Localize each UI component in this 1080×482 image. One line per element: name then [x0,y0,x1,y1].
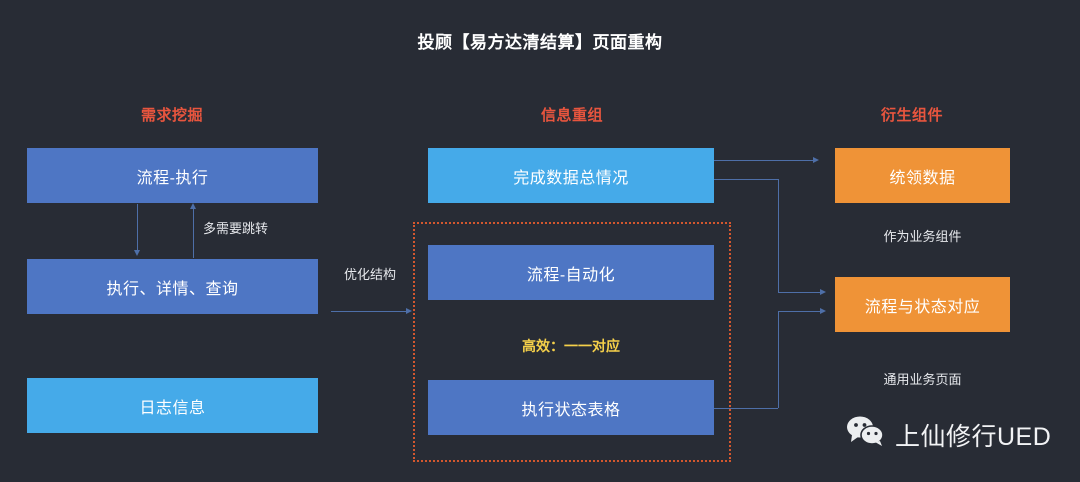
link-overview-to-lead-arrow [813,156,819,163]
connector-down-line [137,204,138,252]
box-data-overview[interactable]: 完成数据总情况 [428,148,714,203]
link-overview-to-lead-line [714,160,815,161]
box-execute-detail-query[interactable]: 执行、详情、查询 [27,259,318,314]
link-overview-to-status-arrow [820,288,826,295]
connector-note-jump: 多需要跳转 [203,221,269,236]
caption-business-component: 作为业务组件 [883,229,962,244]
box-lead-data[interactable]: 统领数据 [835,148,1010,203]
link-overview-to-status-seg3 [778,292,822,293]
column-heading-requirement: 需求挖掘 [140,107,203,124]
link-table-to-status-seg3 [778,311,822,312]
column-heading-restructure: 信息重组 [540,107,603,124]
link-table-to-status-seg1 [714,408,778,409]
link-table-to-status-seg2 [778,311,779,408]
box-execution-status-table[interactable]: 执行状态表格 [428,380,714,435]
column-heading-derived: 衍生组件 [880,107,943,124]
caption-general-business-page: 通用业务页面 [883,372,962,387]
bridge-label: 优化结构 [343,267,396,282]
watermark-text: 上仙修行UED [895,422,1052,451]
page-title: 投顾【易方达清结算】页面重构 [417,33,663,52]
box-process-status-mapping[interactable]: 流程与状态对应 [835,277,1010,332]
efficiency-note: 高效：一一对应 [522,338,620,354]
watermark: 上仙修行UED [846,415,1051,454]
connector-down-arrow [133,250,140,256]
box-log-info[interactable]: 日志信息 [27,378,318,433]
box-process-execution[interactable]: 流程-执行 [27,148,318,203]
bridge-arrow-head [406,307,412,314]
box-process-automation[interactable]: 流程-自动化 [428,245,714,300]
link-table-to-status-arrow [820,307,826,314]
restructure-group-border [413,222,731,462]
link-overview-to-status-seg2 [778,179,779,292]
connector-up-arrow [189,203,196,209]
link-overview-to-status-seg1 [714,179,778,180]
wechat-icon [846,415,886,454]
connector-up-line [193,208,194,258]
bridge-arrow-line [331,311,407,312]
